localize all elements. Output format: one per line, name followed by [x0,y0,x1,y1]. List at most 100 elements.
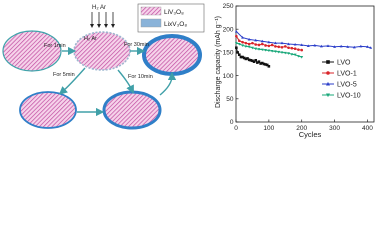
data-point [262,62,266,66]
y-tick-label: 150 [223,50,234,57]
data-point [306,44,310,47]
data-point [283,45,287,48]
data-point [234,29,238,33]
data-point [365,45,369,48]
step-label-30min: For 30min [124,42,149,48]
particle-5min [19,91,77,129]
data-point [326,44,330,47]
data-point [300,48,304,52]
data-point [260,61,264,65]
data-point [244,57,248,61]
data-point [235,34,238,38]
legend-label: LVO-10 [337,93,361,100]
data-point [244,45,248,48]
data-point [277,45,281,49]
data-point [251,41,254,45]
data-point [241,40,244,44]
data-point [283,51,287,55]
series-lvo-10 [234,42,304,59]
y-tick-label: 200 [223,26,234,33]
data-point [260,48,264,52]
legend-label: LVO-1 [337,71,357,78]
data-point [251,59,254,63]
data-point [290,46,294,50]
gas-label-mid: H₂ Ar [84,36,97,42]
x-axis-label: Cycles [299,130,322,139]
data-point [260,39,264,43]
data-point [265,63,269,67]
data-point [252,60,256,63]
data-point [259,62,262,65]
schematic-legend: LiV₃O₈ LixV₃O₈ [137,3,205,33]
data-point [267,49,271,53]
particle-1min [73,31,131,71]
series-lvo [235,46,271,68]
x-tick-label: 100 [263,125,274,132]
y-tick-label: 50 [226,96,234,103]
x-tick-label: 0 [234,125,238,132]
data-point [300,56,304,59]
data-point [264,49,268,52]
data-point [247,42,251,46]
legend-marker [326,81,330,86]
legend-label-2: LixV₃O₈ [164,21,187,28]
data-point [257,43,261,47]
data-point [260,42,264,46]
step-label-5min: For 5min [53,72,75,78]
data-point [290,53,294,56]
data-point [237,39,241,43]
x-tick-label: 300 [329,125,340,132]
gas-label-top: H₂ Ar [92,5,106,11]
x-tick-label: 200 [296,125,307,132]
data-point [339,44,343,48]
data-point [244,41,248,45]
arrow-5min [58,67,86,95]
data-point [293,47,297,50]
data-point [247,37,251,41]
data-point [273,41,277,45]
data-point [234,42,238,45]
series-line [235,31,371,49]
data-point [287,46,290,50]
step-label-1min: For 1min [44,43,66,49]
data-point [254,47,258,51]
data-point [257,48,261,51]
data-point [280,45,284,49]
data-point [267,44,271,48]
data-point [250,46,254,50]
arrow-10min [117,69,134,94]
data-point [297,48,300,51]
data-point [280,51,284,54]
legend-marker [326,93,330,98]
legend-label-1: LiV₃O₈ [164,9,184,16]
data-point [246,57,249,60]
step-label-10min: For 10min [128,74,153,80]
figure-canvas: LiV₃O₈ LixV₃O₈ H₂ Ar H₂ Ar [2,3,375,139]
data-point [296,55,300,58]
plot-frame [235,5,375,123]
data-point [313,43,317,47]
data-point [249,58,253,62]
data-point [241,55,244,59]
data-point [241,44,245,47]
legend-marker [326,60,330,64]
data-point [235,46,238,50]
data-point [257,60,261,63]
data-point [267,65,271,68]
chart-axes [235,5,375,123]
data-point [346,45,350,48]
data-point [270,43,274,47]
legend-swatch-blue [140,18,162,28]
y-tick-label: 0 [230,119,234,126]
legend-label: LVO [337,60,351,67]
particle-30min [142,34,202,76]
data-point [237,53,241,57]
data-point [254,38,258,42]
particle-pristine [2,30,62,72]
y-tick-label: 250 [223,3,234,10]
data-point [270,49,274,53]
